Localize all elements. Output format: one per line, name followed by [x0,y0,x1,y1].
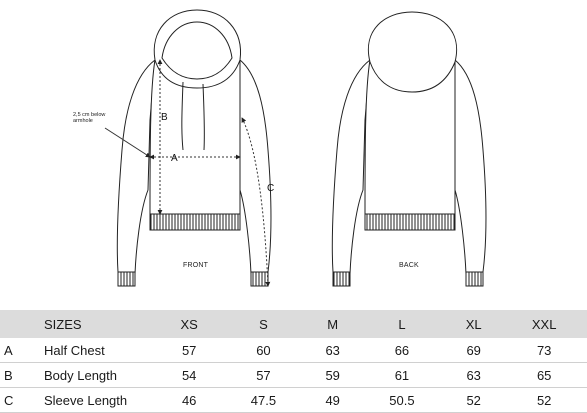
value-cell: 61 [394,367,410,383]
table-row: C Sleeve Length 46 47.5 49 50.5 52 52 [0,388,587,413]
value-cell: 59 [325,367,340,383]
front-label: FRONT [183,262,209,269]
value-cell: 69 [466,342,481,358]
value-cell: 60 [256,342,271,358]
front-view [116,9,272,287]
hoodie-technical-drawing [104,9,487,287]
value-cell: 73 [536,342,552,358]
size-header-m: M [327,316,339,332]
row-code: A [4,342,13,358]
value-cell: 66 [394,342,410,358]
row-code: B [4,367,13,383]
table-row: A Half Chest 57 60 63 66 69 73 [0,338,587,363]
measure-b-label: B [161,112,168,123]
value-cell: 47.5 [250,392,277,408]
value-cell: 63 [325,342,340,358]
size-header-l: L [398,316,406,332]
value-cell: 46 [181,392,197,408]
back-label: BACK [399,262,419,269]
value-cell: 57 [256,367,271,383]
row-name: Half Chest [44,342,105,358]
row-code: C [4,392,14,408]
back-view [331,11,487,287]
value-cell: 63 [466,367,481,383]
size-chart-table: SIZES XS S M L XL XXL A Half Chest 57 60… [0,310,587,413]
row-name: Sleeve Length [44,392,128,408]
value-cell: 52 [466,392,481,408]
note-arrow [104,127,151,158]
front-left-cuff [117,271,136,287]
back-left-cuff [332,271,351,287]
front-right-cuff [250,271,269,287]
size-header-xs: XS [180,316,198,332]
size-header-row: SIZES XS S M L XL XXL [0,310,587,338]
value-cell: 49 [325,392,340,408]
back-left-sleeve [331,58,371,275]
back-right-cuff [465,271,484,287]
front-right-sleeve [237,58,272,275]
back-hem-rib [364,213,456,231]
value-cell: 52 [536,392,552,408]
value-cell: 57 [181,342,197,358]
garment-diagram: B A C 2,5 cm below armhole FRONT BACK [73,9,487,287]
front-hem-rib [149,213,241,231]
row-name: Body Length [44,367,118,383]
size-header-xxl: XXL [531,316,557,332]
header-code-cell [0,310,44,338]
sizes-header: SIZES [44,316,82,332]
measure-c-label: C [267,183,275,194]
back-hood [368,11,457,93]
value-cell: 65 [536,367,552,383]
measure-c-line [241,117,271,287]
value-cell: 54 [181,367,197,383]
size-header-s: S [259,316,268,332]
table-row: B Body Length 54 57 59 61 63 65 [0,363,587,388]
back-right-sleeve [452,58,487,275]
front-left-sleeve [116,58,156,275]
armhole-note: 2,5 cm below armhole [73,112,106,124]
size-header-xl: XL [465,316,482,332]
value-cell: 50.5 [389,392,415,408]
measure-a-label: A [171,153,178,164]
